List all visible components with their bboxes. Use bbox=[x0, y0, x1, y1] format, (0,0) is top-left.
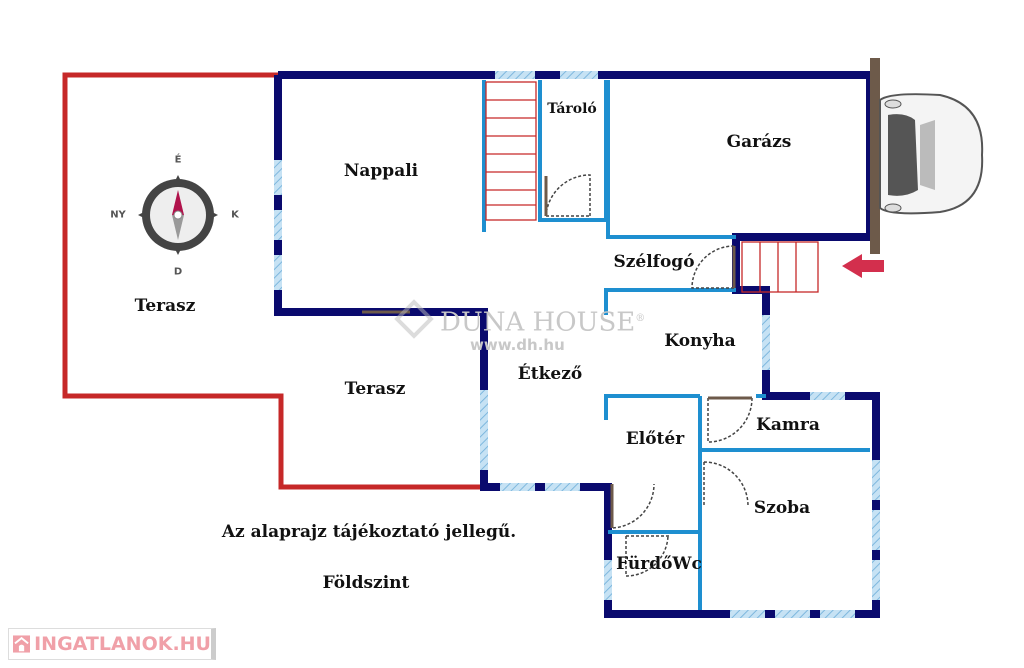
compass-east: K bbox=[231, 209, 239, 221]
terrace-outline bbox=[62, 72, 482, 490]
room-garazs: Garázs bbox=[726, 132, 792, 152]
compass-west: NY bbox=[110, 209, 126, 221]
compass-south: D bbox=[173, 266, 183, 278]
room-terasz-left: Terasz bbox=[134, 296, 196, 316]
outer-wall bbox=[274, 71, 880, 618]
watermark-url: www.dh.hu bbox=[470, 336, 565, 354]
doors bbox=[545, 174, 753, 577]
room-szelfogo: Szélfogó bbox=[613, 252, 695, 272]
logo-text: INGATLANOK.HU bbox=[34, 633, 211, 655]
room-nappali: Nappali bbox=[343, 161, 419, 181]
watermark-registered: ® bbox=[635, 313, 646, 324]
watermark-brand-text: DUNA HOUSE bbox=[440, 307, 636, 338]
room-furdowc: FürdőWc bbox=[616, 554, 702, 574]
inner-walls bbox=[482, 80, 870, 610]
room-terasz-mid: Terasz bbox=[344, 379, 406, 399]
disclaimer-note: Az alaprajz tájékoztató jellegű. bbox=[221, 522, 517, 542]
duna-house-logo-icon bbox=[394, 299, 434, 339]
level-label: Földszint bbox=[322, 573, 410, 593]
room-konyha: Konyha bbox=[664, 331, 736, 351]
room-etkezo: Étkező bbox=[517, 364, 583, 384]
house-icon bbox=[13, 635, 31, 653]
windows bbox=[274, 71, 880, 618]
room-tarolo: Tároló bbox=[547, 101, 597, 117]
room-eloter: Előtér bbox=[625, 429, 685, 449]
garage-door bbox=[870, 58, 880, 254]
compass-icon bbox=[138, 175, 218, 255]
room-kamra: Kamra bbox=[756, 415, 820, 435]
entrance-arrow-icon bbox=[842, 254, 884, 278]
ingatlanok-logo: INGATLANOK.HU bbox=[8, 628, 216, 660]
car-icon bbox=[879, 93, 984, 215]
stairs bbox=[485, 81, 819, 293]
compass-north: É bbox=[174, 154, 182, 166]
watermark-brand: DUNA HOUSE® bbox=[440, 304, 645, 338]
room-szoba: Szoba bbox=[753, 498, 811, 518]
